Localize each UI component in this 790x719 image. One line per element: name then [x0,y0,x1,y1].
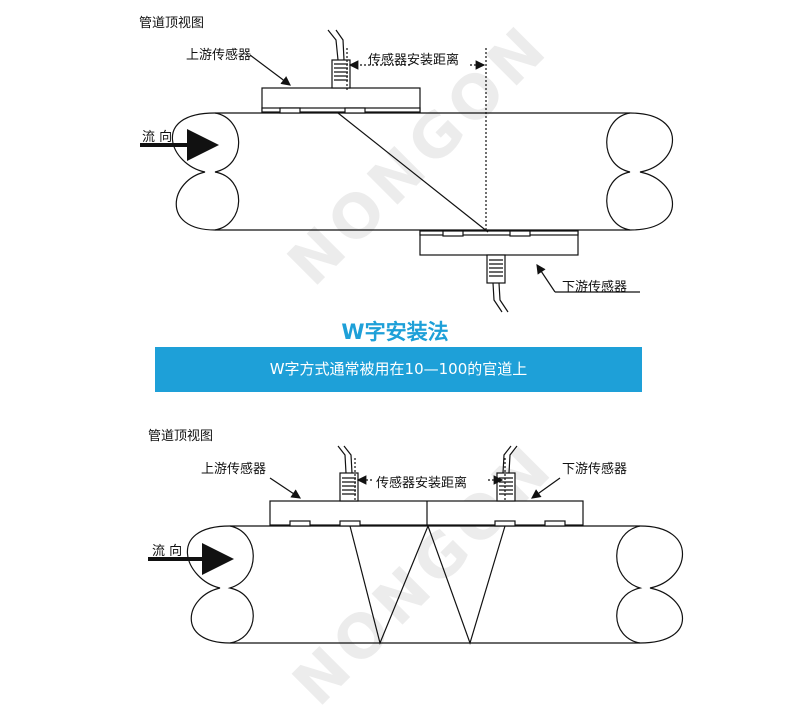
pipe-left-end-top [171,112,216,231]
flow-label-2: 流 向 [152,544,183,559]
flow-label-1: 流 向 [142,130,173,145]
downstream-connector-bottom [496,472,516,502]
sound-path-w [349,524,506,645]
pipe-body-top [215,112,630,231]
pipe-body-bottom [230,525,640,644]
downstream-sensor-label-1: 下游传感器 [562,280,628,295]
installation-diagrams [140,29,683,645]
pipe-left-end-bottom [186,525,231,644]
sound-path-top [337,112,489,233]
description-banner: W字方式通常被用在10—100的官道上 [155,347,642,392]
diagram-top [140,29,673,313]
pipe-right-end-top [606,112,631,231]
upstream-sensor-label-1: 上游传感器 [186,48,252,63]
top-view-label-1: 管道顶视图 [139,16,205,31]
distance-label-2: 传感器安装距离 [376,476,468,491]
diagram-bottom [148,445,683,645]
top-view-label-2: 管道顶视图 [148,429,214,444]
downstream-sensor-label-2: 下游传感器 [562,462,628,477]
upstream-sensor-label-2: 上游传感器 [201,462,267,477]
pipe-right-end-bottom [616,525,643,644]
distance-label-1: 传感器安装距离 [368,53,460,68]
method-title: W字安装法 [341,320,449,344]
